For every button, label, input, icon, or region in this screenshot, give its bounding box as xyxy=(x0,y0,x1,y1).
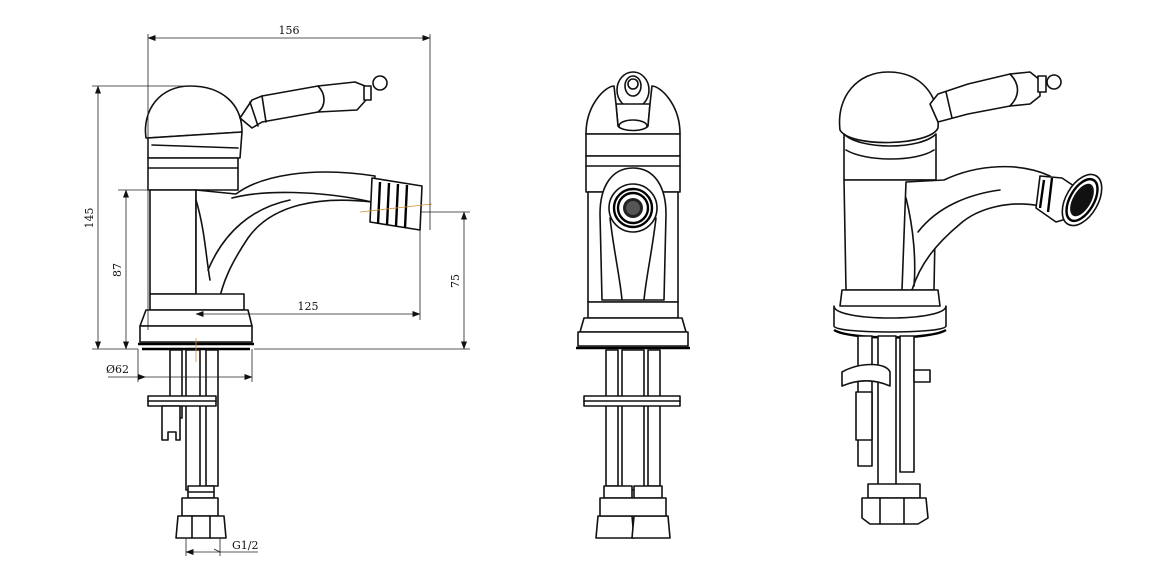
dim-overall-width: 156 xyxy=(279,24,300,37)
dim-spout-height: 87 xyxy=(111,263,124,277)
dim-spout-reach: 125 xyxy=(298,300,319,313)
dimension-lines xyxy=(92,34,470,556)
dim-overall-height: 145 xyxy=(83,208,96,229)
dim-base-diameter: Ø62 xyxy=(106,363,129,376)
dim-outlet-height: 75 xyxy=(449,274,462,288)
isometric-view xyxy=(833,71,1103,525)
side-view xyxy=(138,75,433,539)
front-view xyxy=(576,71,690,539)
dimension-labels: 156 145 87 75 125 Ø62 G1/2 xyxy=(83,24,462,552)
dim-connection-thread: G1/2 xyxy=(232,539,259,552)
